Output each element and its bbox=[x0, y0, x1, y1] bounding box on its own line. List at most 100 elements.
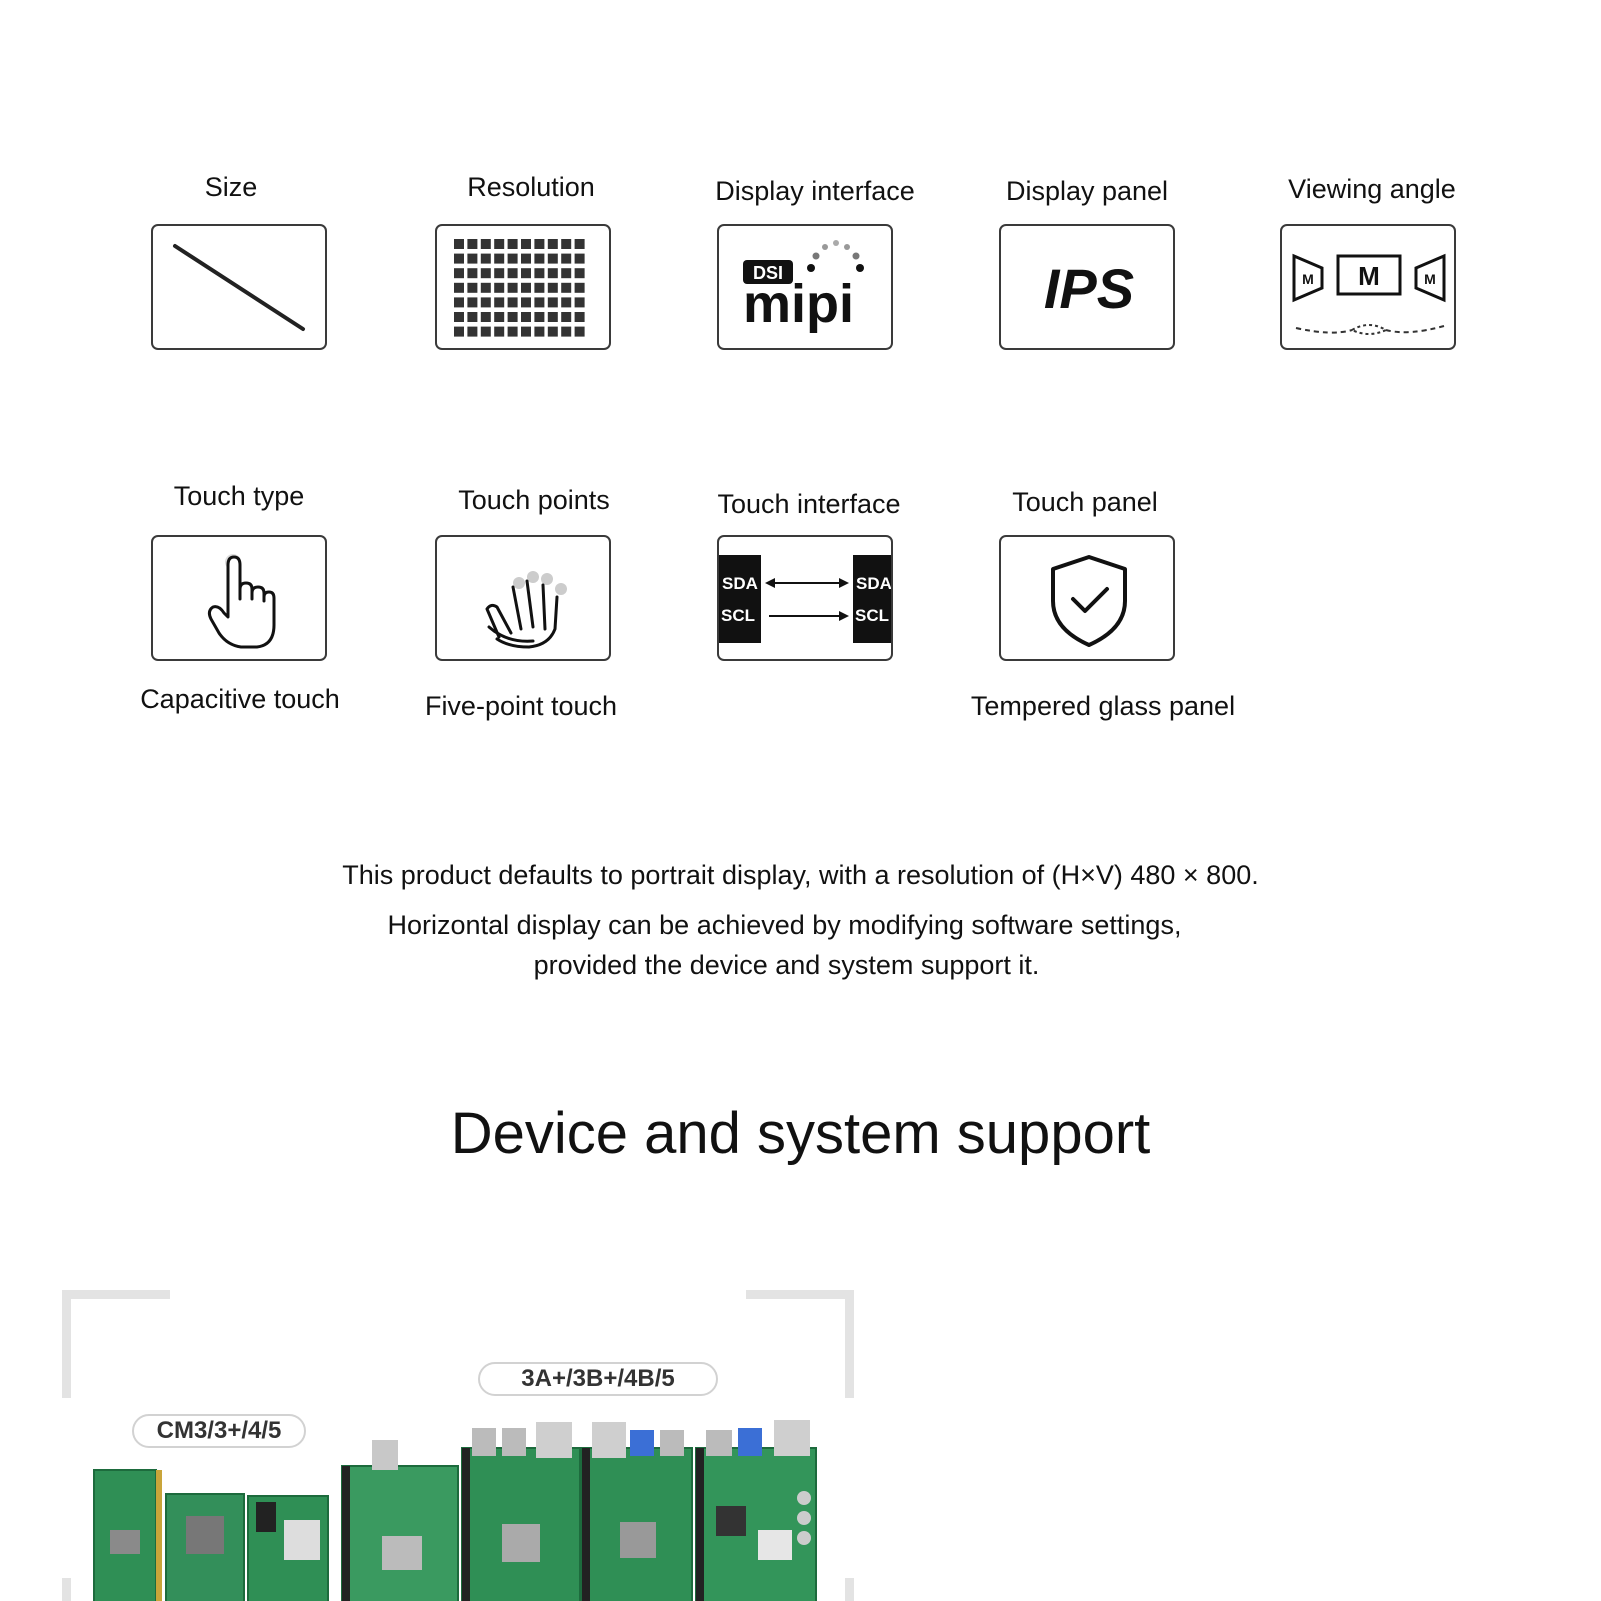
resolution-icon-box bbox=[435, 224, 611, 350]
pixel-cell bbox=[480, 326, 491, 337]
pixel-cell bbox=[547, 312, 558, 322]
pixel-cell bbox=[494, 268, 505, 279]
pixel-cell bbox=[507, 312, 518, 322]
pixel-cell bbox=[534, 268, 545, 279]
display-panel-icon-box: IPS bbox=[999, 224, 1175, 350]
supported-boards-photo: CM3/3+/4/5 3A+/3B+/4B/5 bbox=[62, 1290, 854, 1601]
pixel-cell bbox=[454, 312, 464, 322]
touch-interface-label: Touch interface bbox=[717, 489, 901, 519]
touch-points-label: Touch points bbox=[458, 485, 610, 515]
mipi-dsi-logo-icon: DSI mipi bbox=[743, 240, 864, 334]
pixel-cell bbox=[534, 312, 545, 322]
pixel-cell bbox=[480, 268, 491, 279]
pixel-cell bbox=[534, 282, 545, 293]
viewing-angle-icon: M M M bbox=[1292, 253, 1446, 335]
pixel-cell bbox=[494, 312, 505, 322]
i2c-sda-scl-icon: SDA SCL SDA SCL bbox=[719, 555, 891, 643]
sda-left-text: SDA bbox=[722, 574, 758, 593]
multi-finger-touch-icon bbox=[485, 571, 567, 649]
ips-text-icon: IPS bbox=[1044, 257, 1134, 320]
pixel-cell bbox=[467, 268, 478, 279]
viewing-angle-label: Viewing angle bbox=[1288, 174, 1456, 204]
pixel-cell bbox=[454, 282, 464, 293]
pixel-cell bbox=[521, 253, 531, 264]
pixel-cell bbox=[507, 253, 518, 264]
touch-panel-caption: Tempered glass panel bbox=[970, 691, 1236, 721]
pixel-cell bbox=[467, 326, 478, 337]
pixel-cell bbox=[547, 253, 558, 264]
touch-panel-icon-box bbox=[999, 535, 1175, 661]
display-panel-label: Display panel bbox=[1005, 176, 1169, 206]
pixel-cell bbox=[534, 253, 545, 264]
touch-interface-icon-box: SDA SCL SDA SCL bbox=[717, 535, 893, 661]
touch-type-caption: Capacitive touch bbox=[140, 684, 340, 714]
single-finger-touch-icon bbox=[207, 554, 276, 649]
pixel-cell bbox=[467, 282, 478, 293]
pixel-cell bbox=[480, 282, 491, 293]
pixel-cell bbox=[494, 326, 505, 337]
pixel-cell bbox=[561, 326, 572, 337]
section-title: Device and system support bbox=[450, 1101, 1151, 1166]
raspberry-pi-boards-illustration bbox=[93, 1420, 817, 1601]
compute-module-tag: CM3/3+/4/5 bbox=[132, 1414, 306, 1448]
pixel-cell bbox=[574, 282, 585, 293]
pixel-cell bbox=[480, 312, 491, 322]
pixel-grid-icon bbox=[454, 239, 585, 337]
touch-type-label: Touch type bbox=[173, 481, 305, 511]
pixel-cell bbox=[574, 268, 585, 279]
pixel-cell bbox=[561, 239, 572, 249]
size-label: Size bbox=[204, 172, 258, 202]
pixel-cell bbox=[521, 312, 531, 322]
touch-type-icon-box bbox=[151, 535, 327, 661]
pixel-cell bbox=[561, 297, 572, 308]
pixel-cell bbox=[454, 253, 464, 264]
pixel-cell bbox=[547, 282, 558, 293]
pixel-cell bbox=[494, 239, 505, 249]
pixel-cell bbox=[547, 268, 558, 279]
touch-points-icon-box bbox=[435, 535, 611, 661]
pixel-cell bbox=[494, 297, 505, 308]
scl-left-text: SCL bbox=[721, 606, 755, 625]
pixel-cell bbox=[507, 282, 518, 293]
diagonal-line-icon bbox=[173, 244, 305, 331]
scl-right-text: SCL bbox=[855, 606, 889, 625]
orientation-note-line2: Horizontal display can be achieved by mo… bbox=[387, 910, 1182, 940]
pixel-cell bbox=[480, 297, 491, 308]
pixel-cell bbox=[454, 268, 464, 279]
pixel-cell bbox=[561, 253, 572, 264]
pixel-cell bbox=[480, 253, 491, 264]
mipi-text: mipi bbox=[743, 274, 854, 334]
pixel-cell bbox=[547, 326, 558, 337]
right-m-letter: M bbox=[1424, 271, 1436, 287]
viewing-angle-icon-box: M M M bbox=[1280, 224, 1456, 350]
pixel-cell bbox=[574, 326, 585, 337]
center-m-letter: M bbox=[1358, 261, 1380, 291]
display-interface-icon-box: DSI mipi bbox=[717, 224, 893, 350]
touch-panel-label: Touch panel bbox=[1012, 487, 1158, 517]
pixel-cell bbox=[494, 253, 505, 264]
pixel-cell bbox=[547, 297, 558, 308]
pixel-cell bbox=[561, 282, 572, 293]
pixel-cell bbox=[454, 326, 464, 337]
dsi-text: DSI bbox=[753, 263, 783, 283]
pixel-cell bbox=[454, 297, 464, 308]
pixel-cell bbox=[534, 297, 545, 308]
touch-points-caption: Five-point touch bbox=[424, 691, 618, 721]
pixel-cell bbox=[534, 239, 545, 249]
pixel-cell bbox=[467, 312, 478, 322]
pixel-cell bbox=[534, 326, 545, 337]
pixel-cell bbox=[467, 239, 478, 249]
pixel-cell bbox=[507, 297, 518, 308]
pixel-cell bbox=[521, 239, 531, 249]
shield-check-icon bbox=[1051, 555, 1127, 647]
pixel-cell bbox=[480, 239, 491, 249]
pixel-cell bbox=[521, 326, 531, 337]
display-interface-label: Display interface bbox=[715, 176, 915, 206]
pixel-cell bbox=[521, 282, 531, 293]
pixel-cell bbox=[574, 297, 585, 308]
pixel-cell bbox=[574, 239, 585, 249]
pixel-cell bbox=[561, 268, 572, 279]
pixel-cell bbox=[547, 239, 558, 249]
size-icon-box bbox=[151, 224, 327, 350]
pixel-cell bbox=[507, 326, 518, 337]
